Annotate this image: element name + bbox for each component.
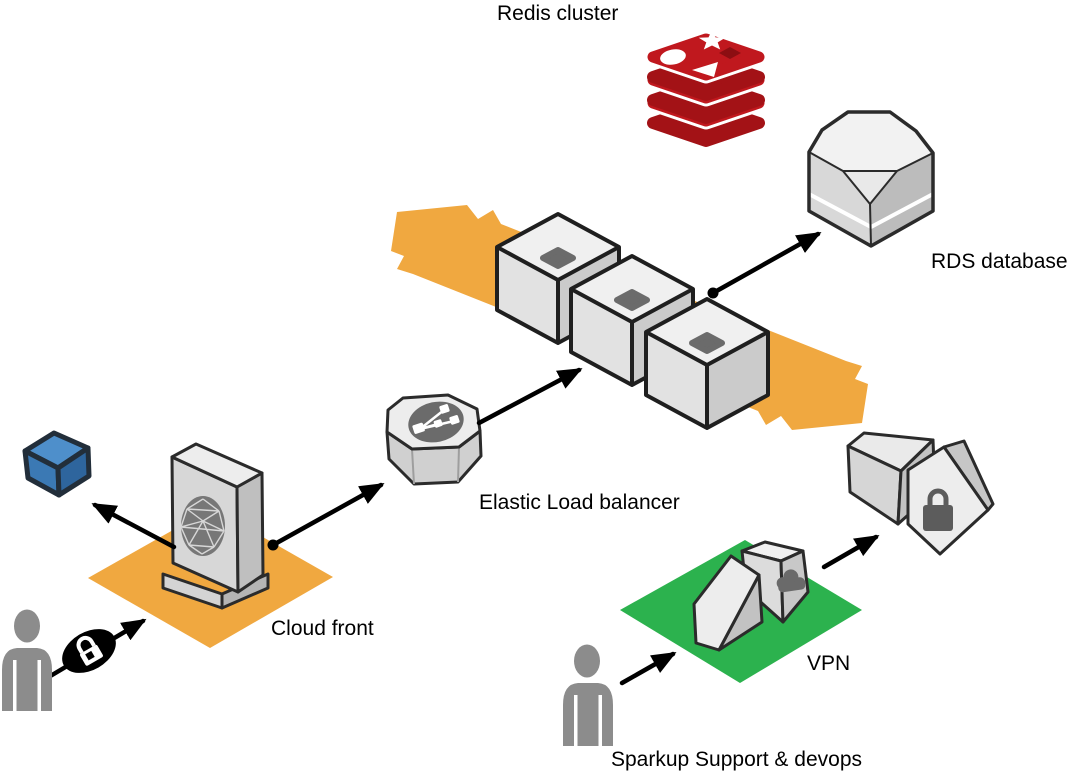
person-icon bbox=[563, 644, 613, 746]
rds-database-label: RDS database bbox=[931, 250, 1068, 273]
cloud-front-label: Cloud front bbox=[271, 617, 374, 640]
load-balancer-octagon-icon bbox=[385, 393, 483, 486]
cloud-glyph bbox=[776, 569, 806, 593]
vpn-label: VPN bbox=[807, 652, 851, 675]
person-icon bbox=[2, 609, 52, 711]
connector-dots bbox=[267, 287, 719, 551]
connector-arrows bbox=[44, 231, 880, 686]
padlock-glyph bbox=[923, 488, 953, 531]
redis-shapes-glyph bbox=[660, 30, 741, 77]
padlock-badge-icon bbox=[62, 629, 116, 673]
redis-cluster-label: Redis cluster bbox=[497, 2, 619, 25]
padlock-house-icon bbox=[846, 431, 995, 556]
elastic-load-balancer-label: Elastic Load balancer bbox=[479, 491, 680, 514]
blue-cube-icon bbox=[22, 430, 92, 498]
redis-stack-icon bbox=[644, 30, 768, 147]
globe-mesh-icon bbox=[181, 496, 225, 556]
cloudfront-tower-icon bbox=[161, 442, 270, 610]
sparkup-support-devops-label: Sparkup Support & devops bbox=[611, 748, 862, 771]
cloud-house-icon bbox=[692, 540, 810, 652]
server-cube-icon bbox=[495, 212, 770, 430]
database-gem-icon bbox=[807, 110, 935, 248]
